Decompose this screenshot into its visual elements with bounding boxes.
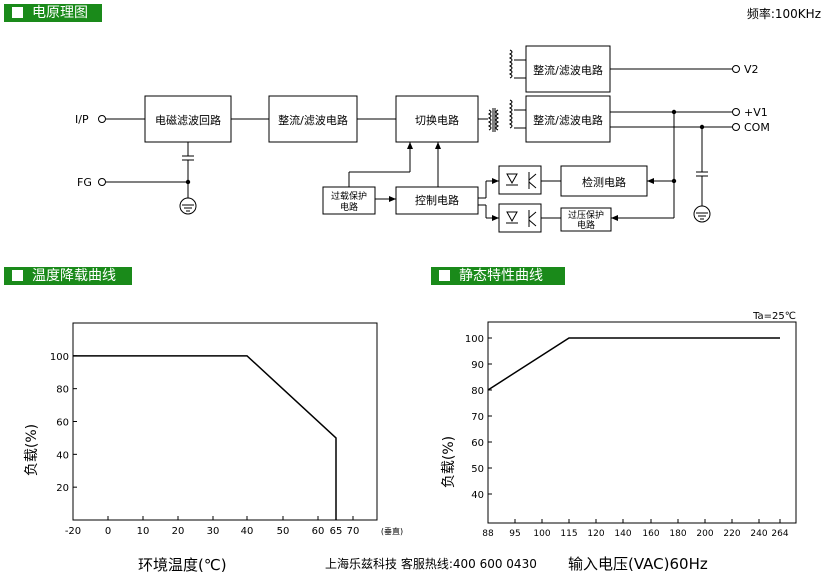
chart1-xtick-label: 0 <box>105 526 111 537</box>
block-overload-label-1: 过载保护 <box>331 190 367 202</box>
chart1-xtick-label: 10 <box>137 526 150 537</box>
chart2-ytick-label: 40 <box>471 490 484 501</box>
chart1-ytick-label: 40 <box>56 450 69 461</box>
chart2-xtick-label: 240 <box>750 529 767 539</box>
block-overvolt-label-1: 过压保护 <box>568 209 604 221</box>
block-emi-label: 电磁滤波回路 <box>155 114 221 127</box>
square-icon <box>439 270 450 281</box>
chart2-xtick-label: 100 <box>533 529 550 539</box>
square-icon <box>12 7 23 18</box>
frequency-label: 频率:100KHz <box>746 7 821 21</box>
chart2-xtick-label: 220 <box>723 529 740 539</box>
block-rect-v2-label: 整流/滤波电路 <box>533 63 603 77</box>
chart2-xtick-label: 160 <box>642 529 659 539</box>
terminal-v2: V2 <box>744 63 759 76</box>
chart2-xtick-label: 95 <box>509 529 520 539</box>
chart1-ytick-label: 20 <box>56 483 69 494</box>
block-rect-v1-label: 整流/滤波电路 <box>533 113 603 127</box>
block-detect-label: 检测电路 <box>582 175 626 189</box>
chart2-xtick-label: 140 <box>614 529 631 539</box>
block-control-label: 控制电路 <box>415 193 459 207</box>
chart2-annotation: Ta=25℃ <box>752 311 796 322</box>
chart2-xtick-label: 200 <box>696 529 713 539</box>
chart2-xlabel: 输入电压(VAC)60Hz <box>568 555 708 573</box>
chart1-xtick-label: 65 <box>330 526 343 537</box>
block-overvolt-label-2: 电路 <box>577 219 595 231</box>
chart1-xtick-label: 40 <box>241 526 254 537</box>
chart2-xtick-label: 264 <box>771 529 788 539</box>
chart2-ytick-label: 60 <box>471 438 484 449</box>
chart1-xtick-label: 20 <box>172 526 185 537</box>
square-icon <box>12 270 23 281</box>
chart2-xtick-label: 88 <box>482 529 494 539</box>
block-rect-v1 <box>525 95 611 143</box>
section-title: 电原理图 <box>32 5 88 21</box>
chart2-series-line <box>487 337 780 391</box>
chart1-x-unit: (垂直) <box>381 526 403 536</box>
chart2-ytick-label: 80 <box>471 386 484 397</box>
section-header-static: 静态特性曲线 <box>431 267 565 285</box>
chart1-xlabel: 环境温度(℃) <box>138 556 227 574</box>
chart2-xtick-label: 115 <box>560 529 577 539</box>
chart1-series-line <box>73 355 337 520</box>
terminal-v1: +V1 <box>744 106 768 119</box>
terminal-com: COM <box>744 121 770 134</box>
chart1-xtick-label: 70 <box>347 526 360 537</box>
section-title: 温度降载曲线 <box>32 268 116 284</box>
chart2-xtick-label: 120 <box>587 529 604 539</box>
section-header-derating: 温度降载曲线 <box>4 267 132 285</box>
block-rect1-label: 整流/滤波电路 <box>278 113 348 127</box>
chart2-frame <box>487 321 797 524</box>
chart2-ytick-label: 100 <box>465 334 484 345</box>
chart1-ylabel: 负载(%) <box>24 424 40 476</box>
optocoupler-1 <box>498 165 542 195</box>
block-control <box>395 186 479 215</box>
terminal-fg: FG <box>77 176 92 189</box>
chart1-frame <box>72 322 378 521</box>
chart2-ytick-label: 90 <box>471 360 484 371</box>
terminal-ip: I/P <box>75 113 89 126</box>
chart2-xtick-label: 180 <box>669 529 686 539</box>
chart2-ytick-label: 70 <box>471 412 484 423</box>
chart1-ytick-label: 80 <box>56 385 69 396</box>
optocoupler-2 <box>498 203 542 233</box>
chart2-ytick-label: 50 <box>471 464 484 475</box>
chart1-ytick-label: 100 <box>50 352 69 363</box>
chart1-xtick-label: 30 <box>207 526 220 537</box>
block-overvolt <box>560 207 612 232</box>
block-diagram: 电磁滤波回路 整流/滤波电路 切换电路 整流/滤波电路 整流/滤波电路 控制电路… <box>75 45 770 233</box>
chart2-ylabel: 负载(%) <box>441 436 457 488</box>
chart1-ytick-label: 60 <box>56 418 69 429</box>
section-title: 静态特性曲线 <box>459 268 543 284</box>
block-overload-label-2: 电路 <box>340 201 358 213</box>
chart1-xtick-label: 50 <box>277 526 290 537</box>
footer-hotline: 上海乐兹科技 客服热线:400 600 0430 <box>325 557 537 571</box>
chart1-xtick-label: 60 <box>312 526 325 537</box>
chart1-xtick-label: -20 <box>65 526 81 537</box>
section-header-principle: 电原理图 <box>4 4 102 22</box>
block-switch-label: 切换电路 <box>415 113 459 127</box>
